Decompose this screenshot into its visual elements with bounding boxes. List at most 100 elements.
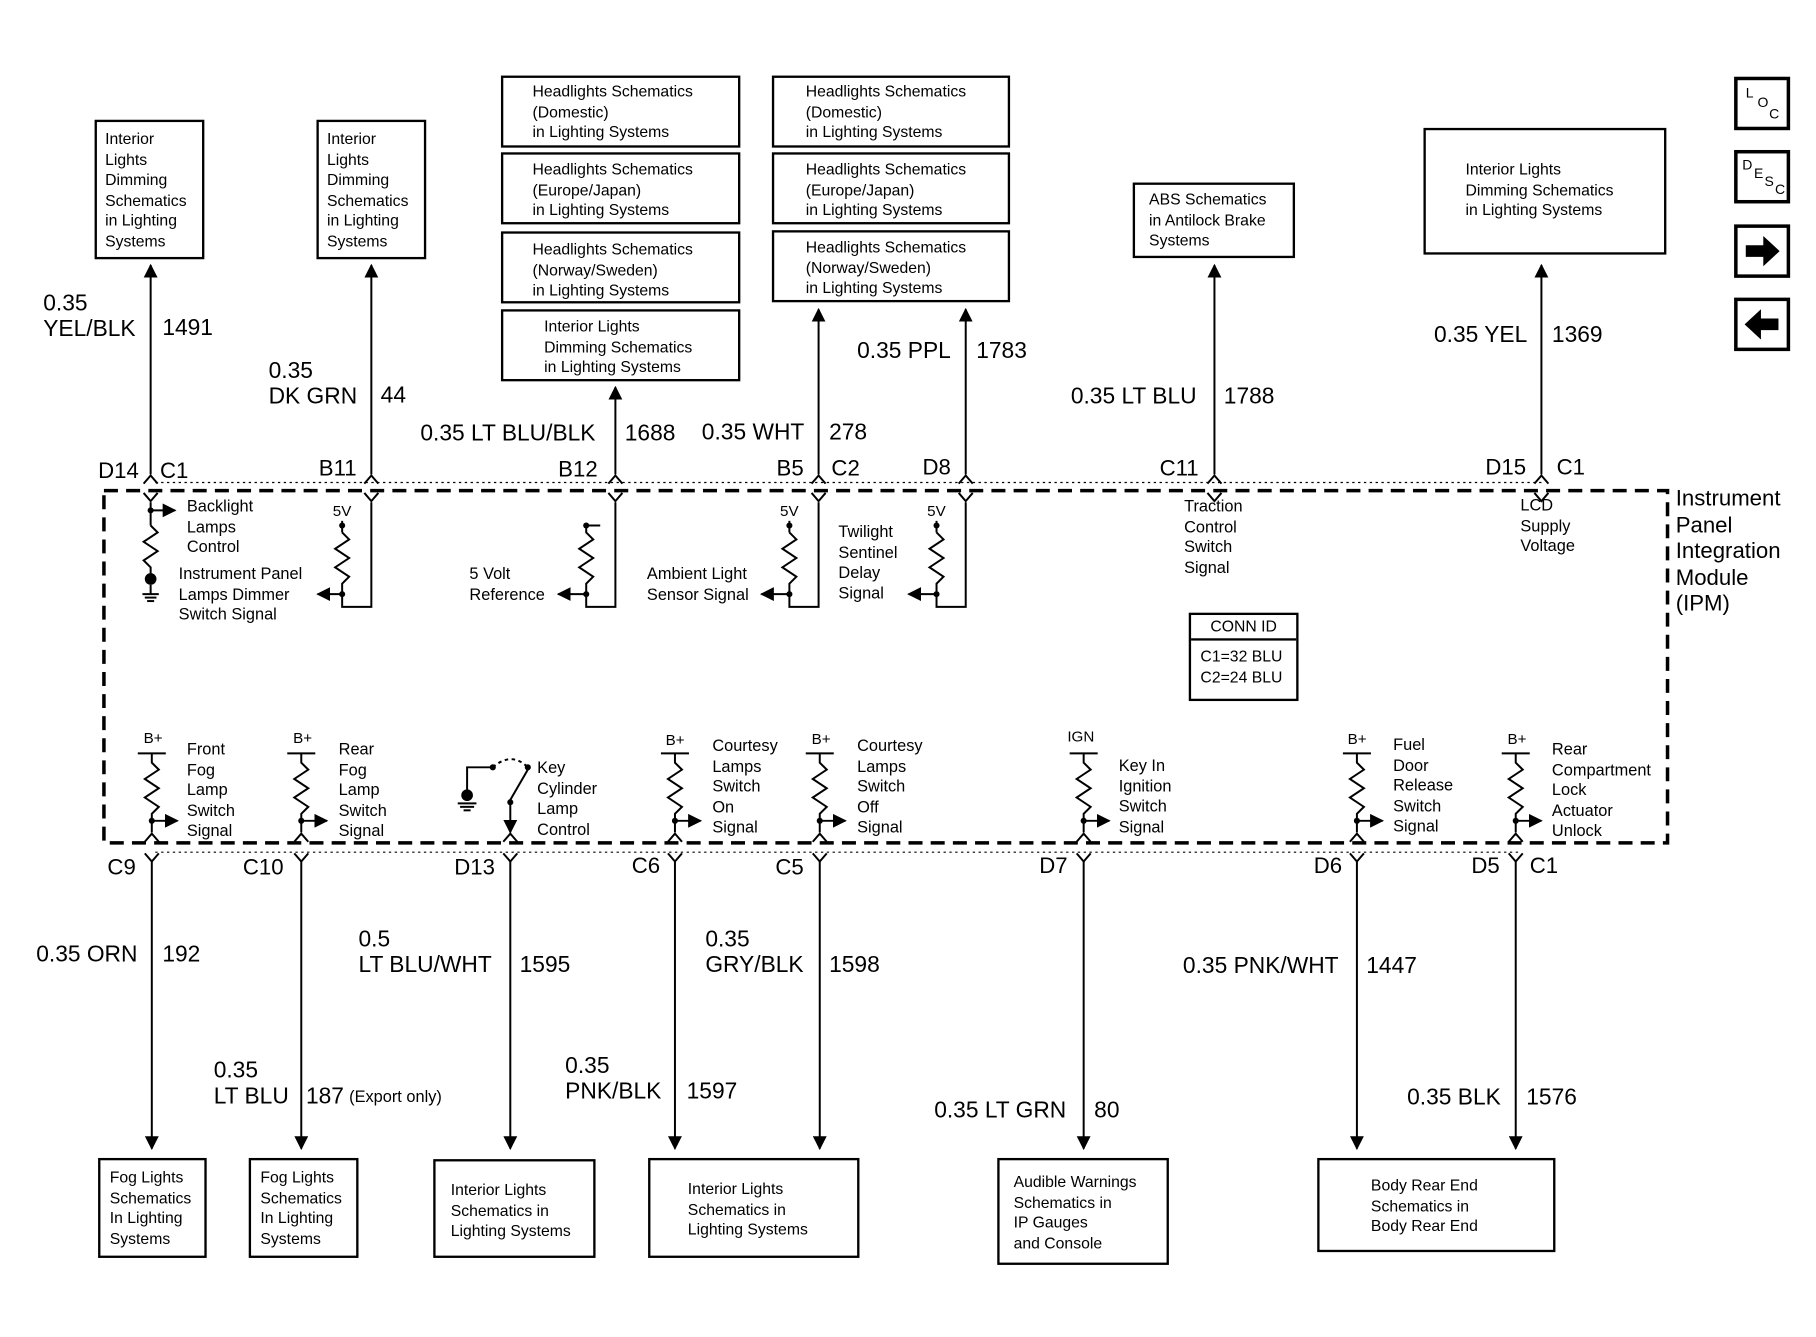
d6-d5-destination-box[interactable]: Body Rear End Schematics in Body Rear En… xyxy=(1317,1157,1556,1253)
desc-letter-3: S xyxy=(1764,173,1774,190)
b11-destination-box[interactable]: Interior Lights Dimming Schematics in Li… xyxy=(316,119,427,260)
signal-courtesy-off: Courtesy Lamps Switch Off Signal xyxy=(857,735,923,836)
wire-c10-size-color: 0.35 LT BLU xyxy=(213,1057,289,1110)
wire-d5-size-color: 0.35 BLK xyxy=(1407,1084,1501,1111)
box-text: Fog Lights Schematics In Lighting System… xyxy=(109,1168,192,1247)
wire-d7-size-color: 0.35 LT GRN xyxy=(934,1097,1067,1124)
wire-c6-size-color: 0.35 PNK/BLK xyxy=(565,1053,662,1105)
wire-d5-circuit: 1576 xyxy=(1526,1084,1577,1111)
supply-ign-d7: IGN xyxy=(1067,727,1095,746)
wire-c9-circuit: 192 xyxy=(162,941,201,968)
wire-c10-note: (Export only) xyxy=(349,1087,442,1106)
box-text: Headlights Schematics (Europe/Japan) in … xyxy=(805,160,967,219)
b5-destination-box-1[interactable]: Headlights Schematics (Domestic) in Ligh… xyxy=(771,75,1011,148)
box-text: Interior Lights Dimming Schematics in Li… xyxy=(544,317,693,376)
pin-c1-bottom: C1 xyxy=(1529,854,1559,879)
box-text: Headlights Schematics (Domestic) in Ligh… xyxy=(805,82,967,141)
box-text: Headlights Schematics (Domestic) in Ligh… xyxy=(532,82,693,141)
next-page-button[interactable] xyxy=(1734,224,1791,278)
conn-id-lines: C1=32 BLU C2=24 BLU xyxy=(1200,647,1283,686)
box-text: Headlights Schematics (Norway/Sweden) in… xyxy=(532,240,693,299)
d7-destination-box[interactable]: Audible Warnings Schematics in IP Gauges… xyxy=(997,1157,1169,1265)
supply-bplus-c6: B+ xyxy=(665,731,685,749)
signal-traction: Traction Control Switch Signal xyxy=(1184,496,1243,577)
signal-twilight: Twilight Sentinel Delay Signal xyxy=(838,522,898,602)
pin-c1-top-right: C1 xyxy=(1556,455,1585,481)
pin-d14: D14 xyxy=(98,459,139,484)
b12-destination-box-1[interactable]: Headlights Schematics (Domestic) in Ligh… xyxy=(500,75,741,148)
box-text: Headlights Schematics (Europe/Japan) in … xyxy=(532,160,693,219)
box-text: Headlights Schematics (Norway/Sweden) in… xyxy=(805,238,967,297)
b12-destination-box-2[interactable]: Headlights Schematics (Europe/Japan) in … xyxy=(500,152,741,225)
box-text: Interior Lights Schematics in Lighting S… xyxy=(450,1181,571,1240)
d15-destination-box[interactable]: Interior Lights Dimming Schematics in Li… xyxy=(1423,127,1667,255)
pin-c1-top-left: C1 xyxy=(159,459,189,484)
supply-5v-b5: 5V xyxy=(780,502,799,520)
signal-dimmer: Instrument Panel Lamps Dimmer Switch Sig… xyxy=(178,563,303,624)
loc-letter-3: C xyxy=(1769,105,1780,123)
c10-destination-box[interactable]: Fog Lights Schematics In Lighting System… xyxy=(248,1157,359,1258)
location-button[interactable]: L O C xyxy=(1734,76,1791,131)
wire-c6-circuit: 1597 xyxy=(686,1078,738,1105)
desc-letter-2: E xyxy=(1753,165,1764,182)
pin-b12: B12 xyxy=(558,458,598,483)
wire-c11-circuit: 1788 xyxy=(1223,383,1275,410)
pin-c5: C5 xyxy=(775,855,804,881)
supply-bplus-d6: B+ xyxy=(1347,730,1367,748)
pin-c11: C11 xyxy=(1159,456,1199,482)
supply-bplus-c9: B+ xyxy=(143,728,163,747)
description-button[interactable]: D E S C xyxy=(1734,149,1791,204)
signal-ambient-light: Ambient Light Sensor Signal xyxy=(646,563,749,603)
loc-letter-2: O xyxy=(1757,94,1769,111)
c11-destination-box[interactable]: ABS Schematics in Antilock Brake Systems xyxy=(1132,182,1296,259)
wire-c9-size-color: 0.35 ORN xyxy=(36,941,138,968)
wire-d7-circuit: 80 xyxy=(1094,1097,1120,1124)
signal-fuel-door: Fuel Door Release Switch Signal xyxy=(1393,734,1454,835)
wire-c10-circuit: 187 xyxy=(305,1083,344,1110)
box-text: Interior Lights Dimming Schematics in Li… xyxy=(105,130,187,250)
signal-key-in: Key In Ignition Switch Signal xyxy=(1118,755,1172,836)
d13-destination-box[interactable]: Interior Lights Schematics in Lighting S… xyxy=(433,1159,596,1258)
wire-b12-circuit: 1688 xyxy=(624,420,676,447)
module-outline xyxy=(102,488,1670,845)
pin-d7: D7 xyxy=(1039,854,1068,879)
d14-destination-box[interactable]: Interior Lights Dimming Schematics in Li… xyxy=(94,119,205,260)
c6-c5-destination-box[interactable]: Interior Lights Schematics in Lighting S… xyxy=(648,1157,860,1258)
conn-id-title: CONN ID xyxy=(1210,617,1277,635)
pin-d5: D5 xyxy=(1471,854,1500,879)
supply-bplus-c10: B+ xyxy=(293,728,313,747)
supply-5v-b11: 5V xyxy=(332,502,352,520)
box-text: Body Rear End Schematics in Body Rear En… xyxy=(1370,1176,1478,1235)
b5-destination-box-2[interactable]: Headlights Schematics (Europe/Japan) in … xyxy=(771,152,1011,225)
box-text: Audible Warnings Schematics in IP Gauges… xyxy=(1013,1173,1137,1252)
signal-courtesy-on: Courtesy Lamps Switch On Signal xyxy=(712,735,778,836)
pin-d8: D8 xyxy=(922,455,951,481)
b5-destination-box-3[interactable]: Headlights Schematics (Norway/Sweden) in… xyxy=(771,230,1011,303)
previous-page-button[interactable] xyxy=(1734,297,1791,352)
signal-lcd: LCD Supply Voltage xyxy=(1520,495,1575,555)
signal-5v-reference: 5 Volt Reference xyxy=(469,563,545,603)
supply-5v-d8: 5V xyxy=(927,502,946,520)
b12-destination-box-4[interactable]: Interior Lights Dimming Schematics in Li… xyxy=(500,309,741,382)
arrow-left-icon xyxy=(1744,309,1779,340)
supply-bplus-d5: B+ xyxy=(1507,730,1527,748)
pin-c9: C9 xyxy=(107,855,136,881)
pin-b5: B5 xyxy=(776,456,804,482)
wire-b12-size-color: 0.35 LT BLU/BLK xyxy=(420,420,596,447)
signal-rear-compartment: Rear Compartment Lock Actuator Unlock xyxy=(1551,739,1651,840)
wire-b5-size-color: 0.35 WHT xyxy=(701,419,805,446)
b12-destination-box-3[interactable]: Headlights Schematics (Norway/Sweden) in… xyxy=(500,231,741,304)
wire-d13-size-color: 0.5 LT BLU/WHT xyxy=(358,926,492,978)
wire-d8-size-color: 0.35 PPL xyxy=(857,338,951,364)
pin-c2: C2 xyxy=(831,456,860,482)
pin-d6: D6 xyxy=(1313,854,1343,879)
wire-c5-circuit: 1598 xyxy=(829,952,880,978)
pin-d13: D13 xyxy=(454,855,495,881)
wire-d14-size-color: 0.35 YEL/BLK xyxy=(43,290,136,342)
c9-destination-box[interactable]: Fog Lights Schematics In Lighting System… xyxy=(98,1157,207,1258)
wire-d13-circuit: 1595 xyxy=(519,952,571,978)
wire-c11-size-color: 0.35 LT BLU xyxy=(1070,383,1197,410)
wire-d14-circuit: 1491 xyxy=(162,315,213,341)
wire-c5-size-color: 0.35 GRY/BLK xyxy=(705,926,804,978)
